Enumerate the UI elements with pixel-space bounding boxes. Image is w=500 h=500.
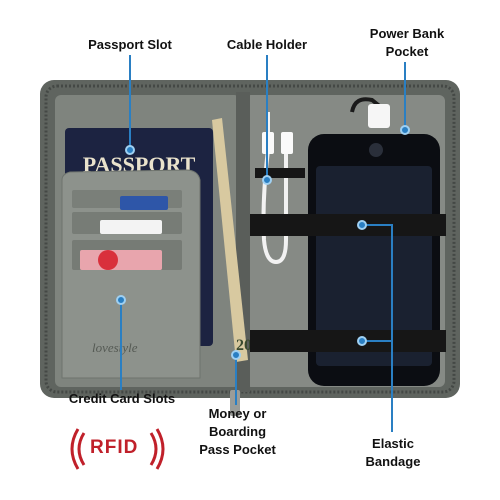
leader-dot-credit	[116, 295, 126, 305]
power-cable	[350, 97, 384, 113]
leader-dot-elastic-1	[357, 220, 367, 230]
power-bank-pocket-label: Power Bank Pocket	[369, 26, 445, 59]
leader-dot-passport	[125, 145, 135, 155]
power-connector	[368, 104, 390, 128]
brand-logo: lovestyle	[92, 340, 138, 355]
leader-dot-cable	[262, 175, 272, 185]
rfid-badge: RFID	[70, 425, 165, 473]
cable-holder-label: Cable Holder	[226, 37, 308, 52]
card-red-logo	[98, 250, 118, 270]
passport-slot-label: Passport Slot	[88, 37, 172, 52]
card-white	[100, 220, 162, 234]
bill-denomination: 20	[236, 337, 252, 354]
money-bill	[212, 118, 248, 362]
card-pink	[80, 250, 162, 270]
elastic-band-bottom	[250, 330, 446, 352]
rfid-icon	[70, 428, 165, 470]
elastic-bandage-label: Elastic Bandage	[365, 436, 421, 469]
money-pocket-label: Money or Boarding Pass Pocket	[199, 406, 276, 457]
cable-connector-2	[281, 132, 293, 154]
rfid-label: RFID	[90, 437, 139, 458]
leader-dot-power	[400, 125, 410, 135]
card-blue	[120, 196, 168, 210]
leader-dot-money	[231, 350, 241, 360]
elastic-band-top	[250, 214, 446, 236]
credit-card-slots-label: Credit Card Slots	[68, 391, 176, 406]
leader-dot-elastic-2	[357, 336, 367, 346]
leader-elastic	[362, 224, 393, 432]
usb-cable	[261, 112, 288, 265]
cable-elastic	[255, 168, 305, 178]
phone-camera	[369, 143, 383, 157]
